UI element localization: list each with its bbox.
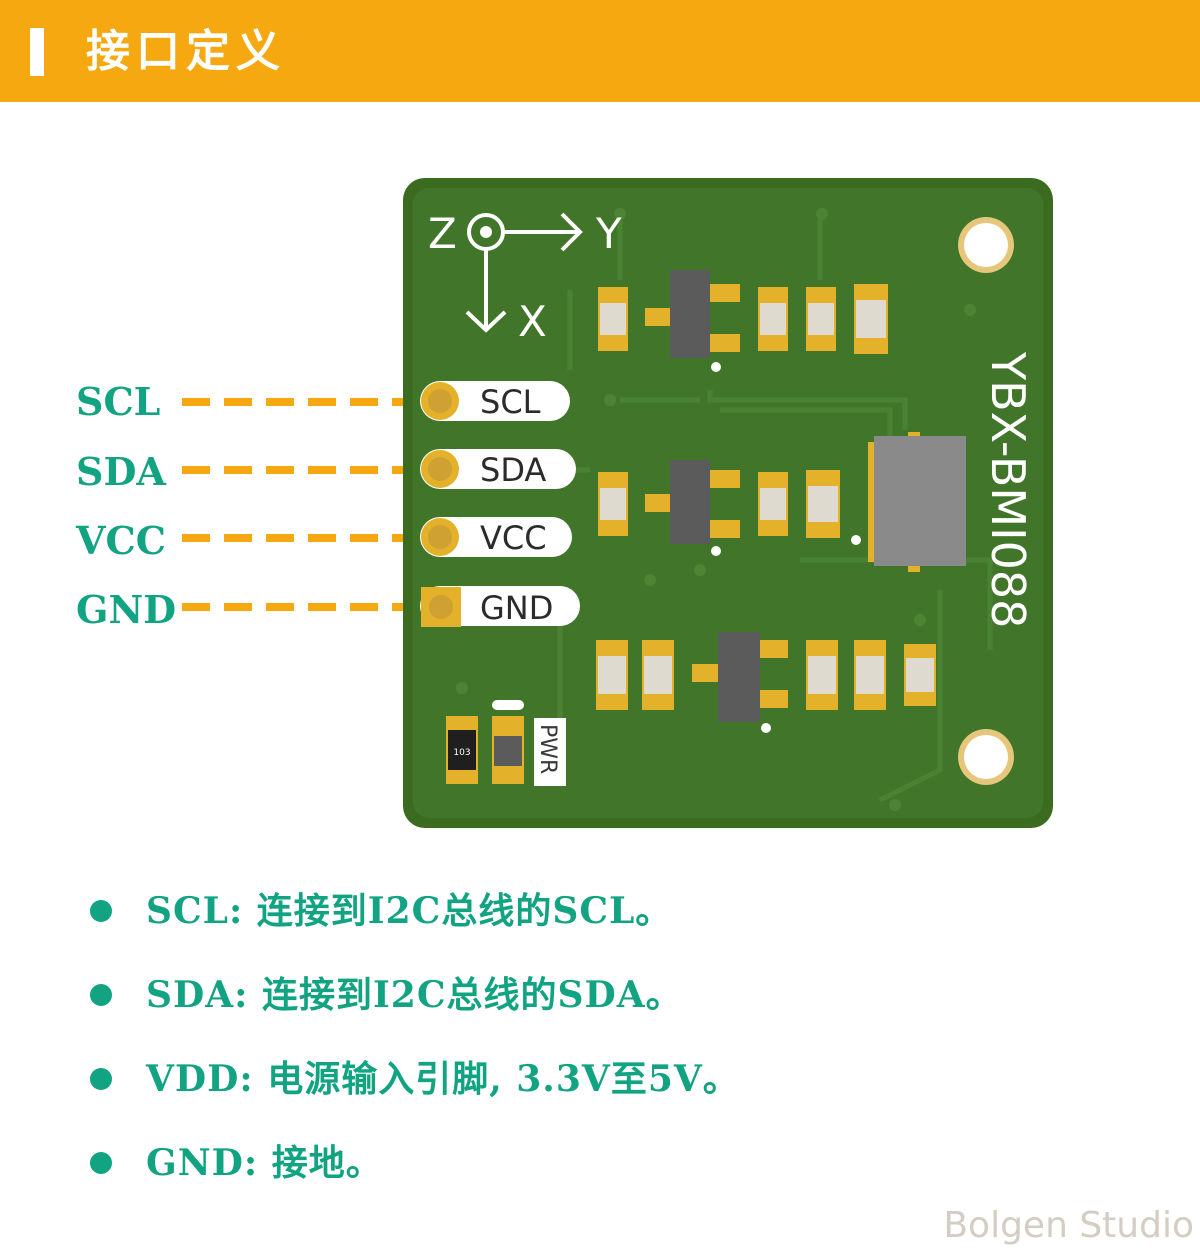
bmi088-chip xyxy=(851,432,966,572)
resistor-code: 103 xyxy=(453,748,470,758)
power-led-area: 103 PWR xyxy=(446,700,566,786)
board-pin-scl: SCL xyxy=(480,383,541,421)
pin-scl: SCL xyxy=(420,381,570,421)
components-row-2 xyxy=(598,460,840,556)
components-row-3 xyxy=(596,632,936,733)
pin-label-vcc: VCC xyxy=(76,518,166,563)
board-model-label: YBX-BMI088 xyxy=(981,351,1035,628)
axis-z-label: Z xyxy=(428,209,457,258)
pin-label-scl: SCL xyxy=(76,379,161,424)
desc-vdd: VDD: 电源输入引脚, 3.3V至5V。 xyxy=(146,1058,740,1100)
bullet-dot xyxy=(90,1152,112,1174)
desc-sda: SDA: 连接到I2C总线的SDA。 xyxy=(146,974,683,1016)
pin-vcc: VCC xyxy=(420,517,572,557)
bullet-dot xyxy=(90,900,112,922)
desc-gnd: GND: 接地。 xyxy=(146,1142,383,1184)
pwr-label: PWR xyxy=(535,724,560,774)
axis-y-label: Y xyxy=(595,209,622,258)
pin-sda: SDA xyxy=(420,449,576,489)
desc-scl: SCL: 连接到I2C总线的SCL。 xyxy=(146,890,673,932)
header-bar: 接口定义 xyxy=(0,0,1200,102)
board-pin-gnd: GND xyxy=(480,589,553,627)
board-pin-sda: SDA xyxy=(480,451,546,489)
pin-gnd: GND xyxy=(420,586,580,627)
pin-label-gnd: GND xyxy=(76,587,177,632)
bullet-dot xyxy=(90,984,112,1006)
axis-x-label: X xyxy=(518,297,547,346)
bullet-dot xyxy=(90,1068,112,1090)
axis-indicator xyxy=(465,212,583,333)
pin-label-sda: SDA xyxy=(76,449,166,494)
components-row-1 xyxy=(598,270,888,372)
page-title: 接口定义 xyxy=(86,26,286,77)
watermark: Bolgen Studio xyxy=(943,1205,1194,1246)
board-pin-vcc: VCC xyxy=(480,519,547,557)
header-accent-bar xyxy=(30,28,44,76)
